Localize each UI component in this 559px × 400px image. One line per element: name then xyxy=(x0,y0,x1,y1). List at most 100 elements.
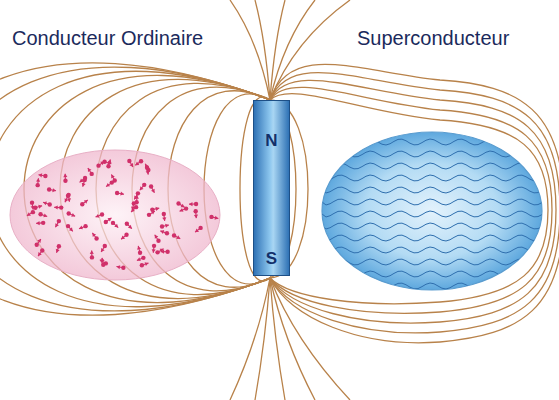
spin-head xyxy=(36,221,40,225)
spin-dot xyxy=(162,212,166,216)
spin-dot xyxy=(38,212,42,216)
spin-head xyxy=(215,216,219,220)
spin-dot xyxy=(35,243,39,247)
spin-head xyxy=(63,174,67,178)
wave-group xyxy=(322,139,542,289)
spin-dot xyxy=(121,266,125,270)
spin-head xyxy=(155,207,159,211)
spin-head xyxy=(140,186,144,190)
field-line xyxy=(230,278,270,400)
spin-head xyxy=(55,223,59,227)
spin-head xyxy=(120,192,124,196)
spin-head xyxy=(27,212,31,216)
wave-line xyxy=(322,259,542,265)
spin-dot xyxy=(156,239,160,243)
field-line xyxy=(270,0,285,100)
spin-head xyxy=(92,233,96,237)
spin-head xyxy=(128,225,132,229)
spin-head xyxy=(195,228,199,232)
spin-dot xyxy=(59,205,63,209)
spin-dot xyxy=(160,224,164,228)
spin-head xyxy=(137,257,141,261)
spin-dot xyxy=(80,202,84,206)
spin-dot xyxy=(110,180,114,184)
pole-label: S xyxy=(254,249,289,269)
ordinary-conductor: Conducteur Ordinaire xyxy=(8,26,238,284)
spin-dot xyxy=(40,248,44,252)
spin-head xyxy=(137,246,141,250)
spin-dot xyxy=(209,215,213,219)
spin-head xyxy=(65,198,69,202)
spin-dot xyxy=(96,163,100,167)
spin-head xyxy=(160,230,164,234)
spin-dot xyxy=(66,194,70,198)
spin-dot xyxy=(57,219,61,223)
field-line xyxy=(0,67,270,311)
superconductor: Superconducteur xyxy=(318,26,552,296)
spin-dot xyxy=(172,233,176,237)
spin-dot xyxy=(136,191,140,195)
spin-dot xyxy=(43,174,47,178)
spin-dot xyxy=(139,159,143,163)
spin-head xyxy=(152,249,156,253)
spin-dot xyxy=(115,191,119,195)
spin-head xyxy=(37,239,41,243)
spin-dot xyxy=(140,263,144,267)
spin-head xyxy=(116,265,120,269)
spin-head xyxy=(145,164,149,168)
spin-head xyxy=(121,235,125,239)
field-line xyxy=(230,0,270,100)
spin-dot xyxy=(194,202,198,206)
pole-label: N xyxy=(254,131,289,151)
spin-dot xyxy=(142,183,146,187)
spin-dot xyxy=(198,226,202,230)
spin-head xyxy=(145,262,149,266)
field-line xyxy=(255,278,270,400)
spin-head xyxy=(43,213,47,217)
region-label: Conducteur Ordinaire xyxy=(10,26,205,50)
spin-dot xyxy=(35,183,39,187)
spin-dot xyxy=(106,164,110,168)
spin-head xyxy=(96,214,100,218)
spin-dot xyxy=(146,168,150,172)
spin-dot xyxy=(94,236,98,240)
wave-line xyxy=(322,175,542,181)
spin-head xyxy=(79,226,83,230)
spin-head xyxy=(38,252,42,256)
spin-head xyxy=(43,201,47,205)
spin-head xyxy=(194,215,198,219)
spin-dot xyxy=(149,184,153,188)
spin-dot xyxy=(101,263,105,267)
spin-dot xyxy=(31,210,35,214)
spin-dot xyxy=(176,201,180,205)
spin-dot xyxy=(124,233,128,237)
field-line xyxy=(270,278,350,400)
spin-head xyxy=(54,205,58,209)
spin-head xyxy=(107,218,111,222)
region-label: Superconducteur xyxy=(355,26,511,50)
spin-head xyxy=(106,183,110,187)
spin-dot xyxy=(83,224,87,228)
field-line xyxy=(0,63,270,315)
spin-head xyxy=(151,189,155,193)
spin-head xyxy=(88,168,92,172)
spin-head xyxy=(131,208,135,212)
spin-head xyxy=(71,213,75,217)
spin-dot xyxy=(100,212,104,216)
spin-head xyxy=(176,235,180,239)
spin-head xyxy=(111,174,115,178)
spin-head xyxy=(69,227,73,231)
spin-head xyxy=(162,217,166,221)
spin-head xyxy=(155,235,159,239)
spin-head xyxy=(161,250,164,254)
field-line xyxy=(270,94,548,304)
spin-head xyxy=(107,160,111,164)
spin-head xyxy=(31,206,35,210)
wave-line xyxy=(322,199,542,205)
spin-head xyxy=(38,205,42,209)
spin-dot xyxy=(47,187,51,191)
field-line xyxy=(270,80,556,323)
spin-dot xyxy=(57,244,61,248)
field-line xyxy=(270,0,350,100)
spin-dot xyxy=(104,220,108,224)
